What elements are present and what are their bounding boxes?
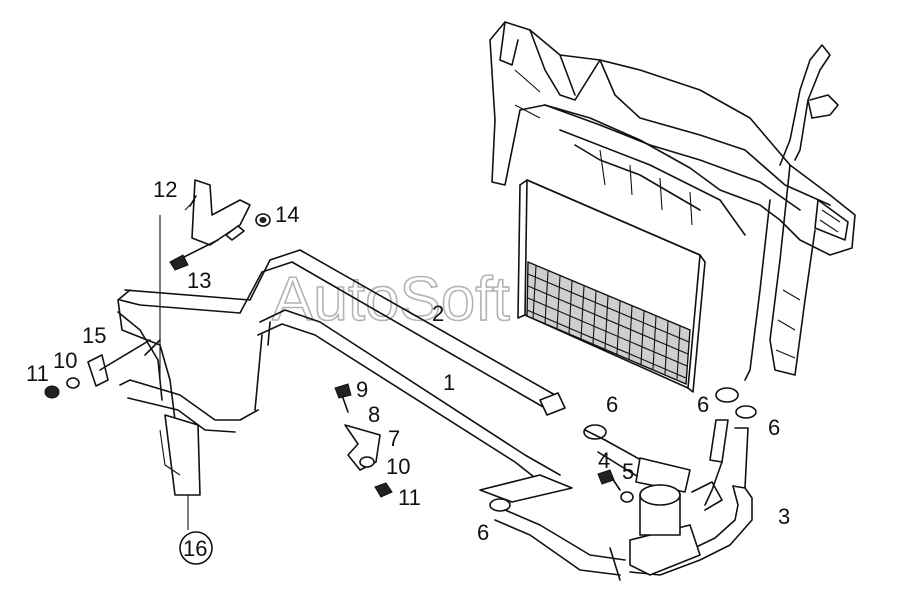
watermark-text: AutoSoft: [272, 265, 510, 334]
label-part-15: 15: [82, 323, 106, 348]
heater-unit: [489, 21, 856, 381]
label-part-1: 1: [443, 370, 455, 395]
label-part-4: 4: [598, 448, 610, 473]
label-part-3: 3: [778, 504, 790, 529]
callout-labels: 1 2 3 4 5 6 6 6 6 7 8 9 10 11 10 11 12 1…: [26, 177, 790, 565]
label-part-10-left: 10: [53, 348, 77, 373]
mounting-bracket: [159, 179, 271, 290]
label-part-6-top: 6: [606, 392, 618, 417]
label-part-14: 14: [275, 202, 299, 227]
label-part-2: 2: [432, 301, 444, 326]
label-part-12: 12: [153, 177, 177, 202]
clamp-assembly-15: [44, 339, 151, 399]
label-part-6-right: 6: [697, 392, 709, 417]
label-part-7: 7: [388, 426, 400, 451]
label-part-8: 8: [368, 402, 380, 427]
label-part-6-far-right: 6: [768, 415, 780, 440]
callout-circle-16: [179, 531, 213, 565]
label-part-9: 9: [356, 377, 368, 402]
leader-lines: [159, 199, 196, 530]
label-part-6-bottom: 6: [477, 520, 489, 545]
clamp-assembly-7: [334, 383, 393, 498]
coolant-pipe-2: [119, 249, 556, 409]
upper-hoses: [779, 44, 839, 166]
label-part-5: 5: [622, 459, 634, 484]
label-part-11-right: 11: [398, 485, 421, 510]
left-pipe-loops: [117, 289, 259, 496]
label-part-13: 13: [187, 268, 211, 293]
label-part-11-left: 11: [26, 361, 49, 386]
radiator-core: [517, 179, 706, 393]
label-part-10-right: 10: [386, 454, 410, 479]
coolant-pipe-1: [254, 309, 561, 489]
label-part-16: 16: [183, 536, 207, 561]
pipe-end-fitting: [479, 392, 573, 503]
water-pump: [489, 469, 723, 581]
hose-clamps: [583, 387, 757, 576]
